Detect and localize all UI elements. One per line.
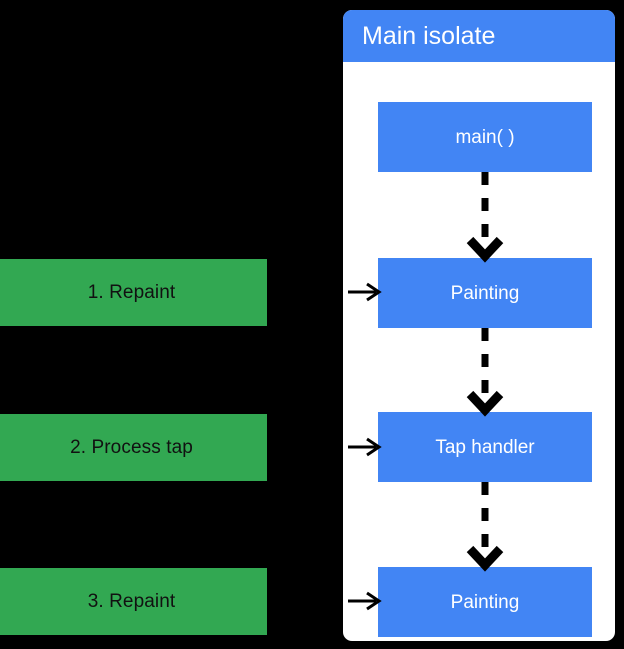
main-isolate-title: Main isolate (362, 21, 496, 50)
node-tap-handler: Tap handler (378, 412, 592, 482)
step-box-process-tap: 2. Process tap (0, 414, 267, 481)
step-box-repaint-3: 3. Repaint (0, 568, 267, 635)
node-main: main( ) (378, 102, 592, 172)
node-label: Tap handler (435, 436, 535, 458)
main-isolate-header: Main isolate (343, 10, 615, 62)
node-label: Painting (450, 591, 520, 613)
step-label: 1. Repaint (87, 282, 176, 303)
node-label: Painting (450, 282, 520, 304)
node-label: main( ) (455, 126, 515, 148)
step-label: 2. Process tap (70, 437, 193, 458)
node-painting-first: Painting (378, 258, 592, 328)
node-painting-second: Painting (378, 567, 592, 637)
step-label: 3. Repaint (87, 591, 176, 612)
step-box-repaint-1: 1. Repaint (0, 259, 267, 326)
